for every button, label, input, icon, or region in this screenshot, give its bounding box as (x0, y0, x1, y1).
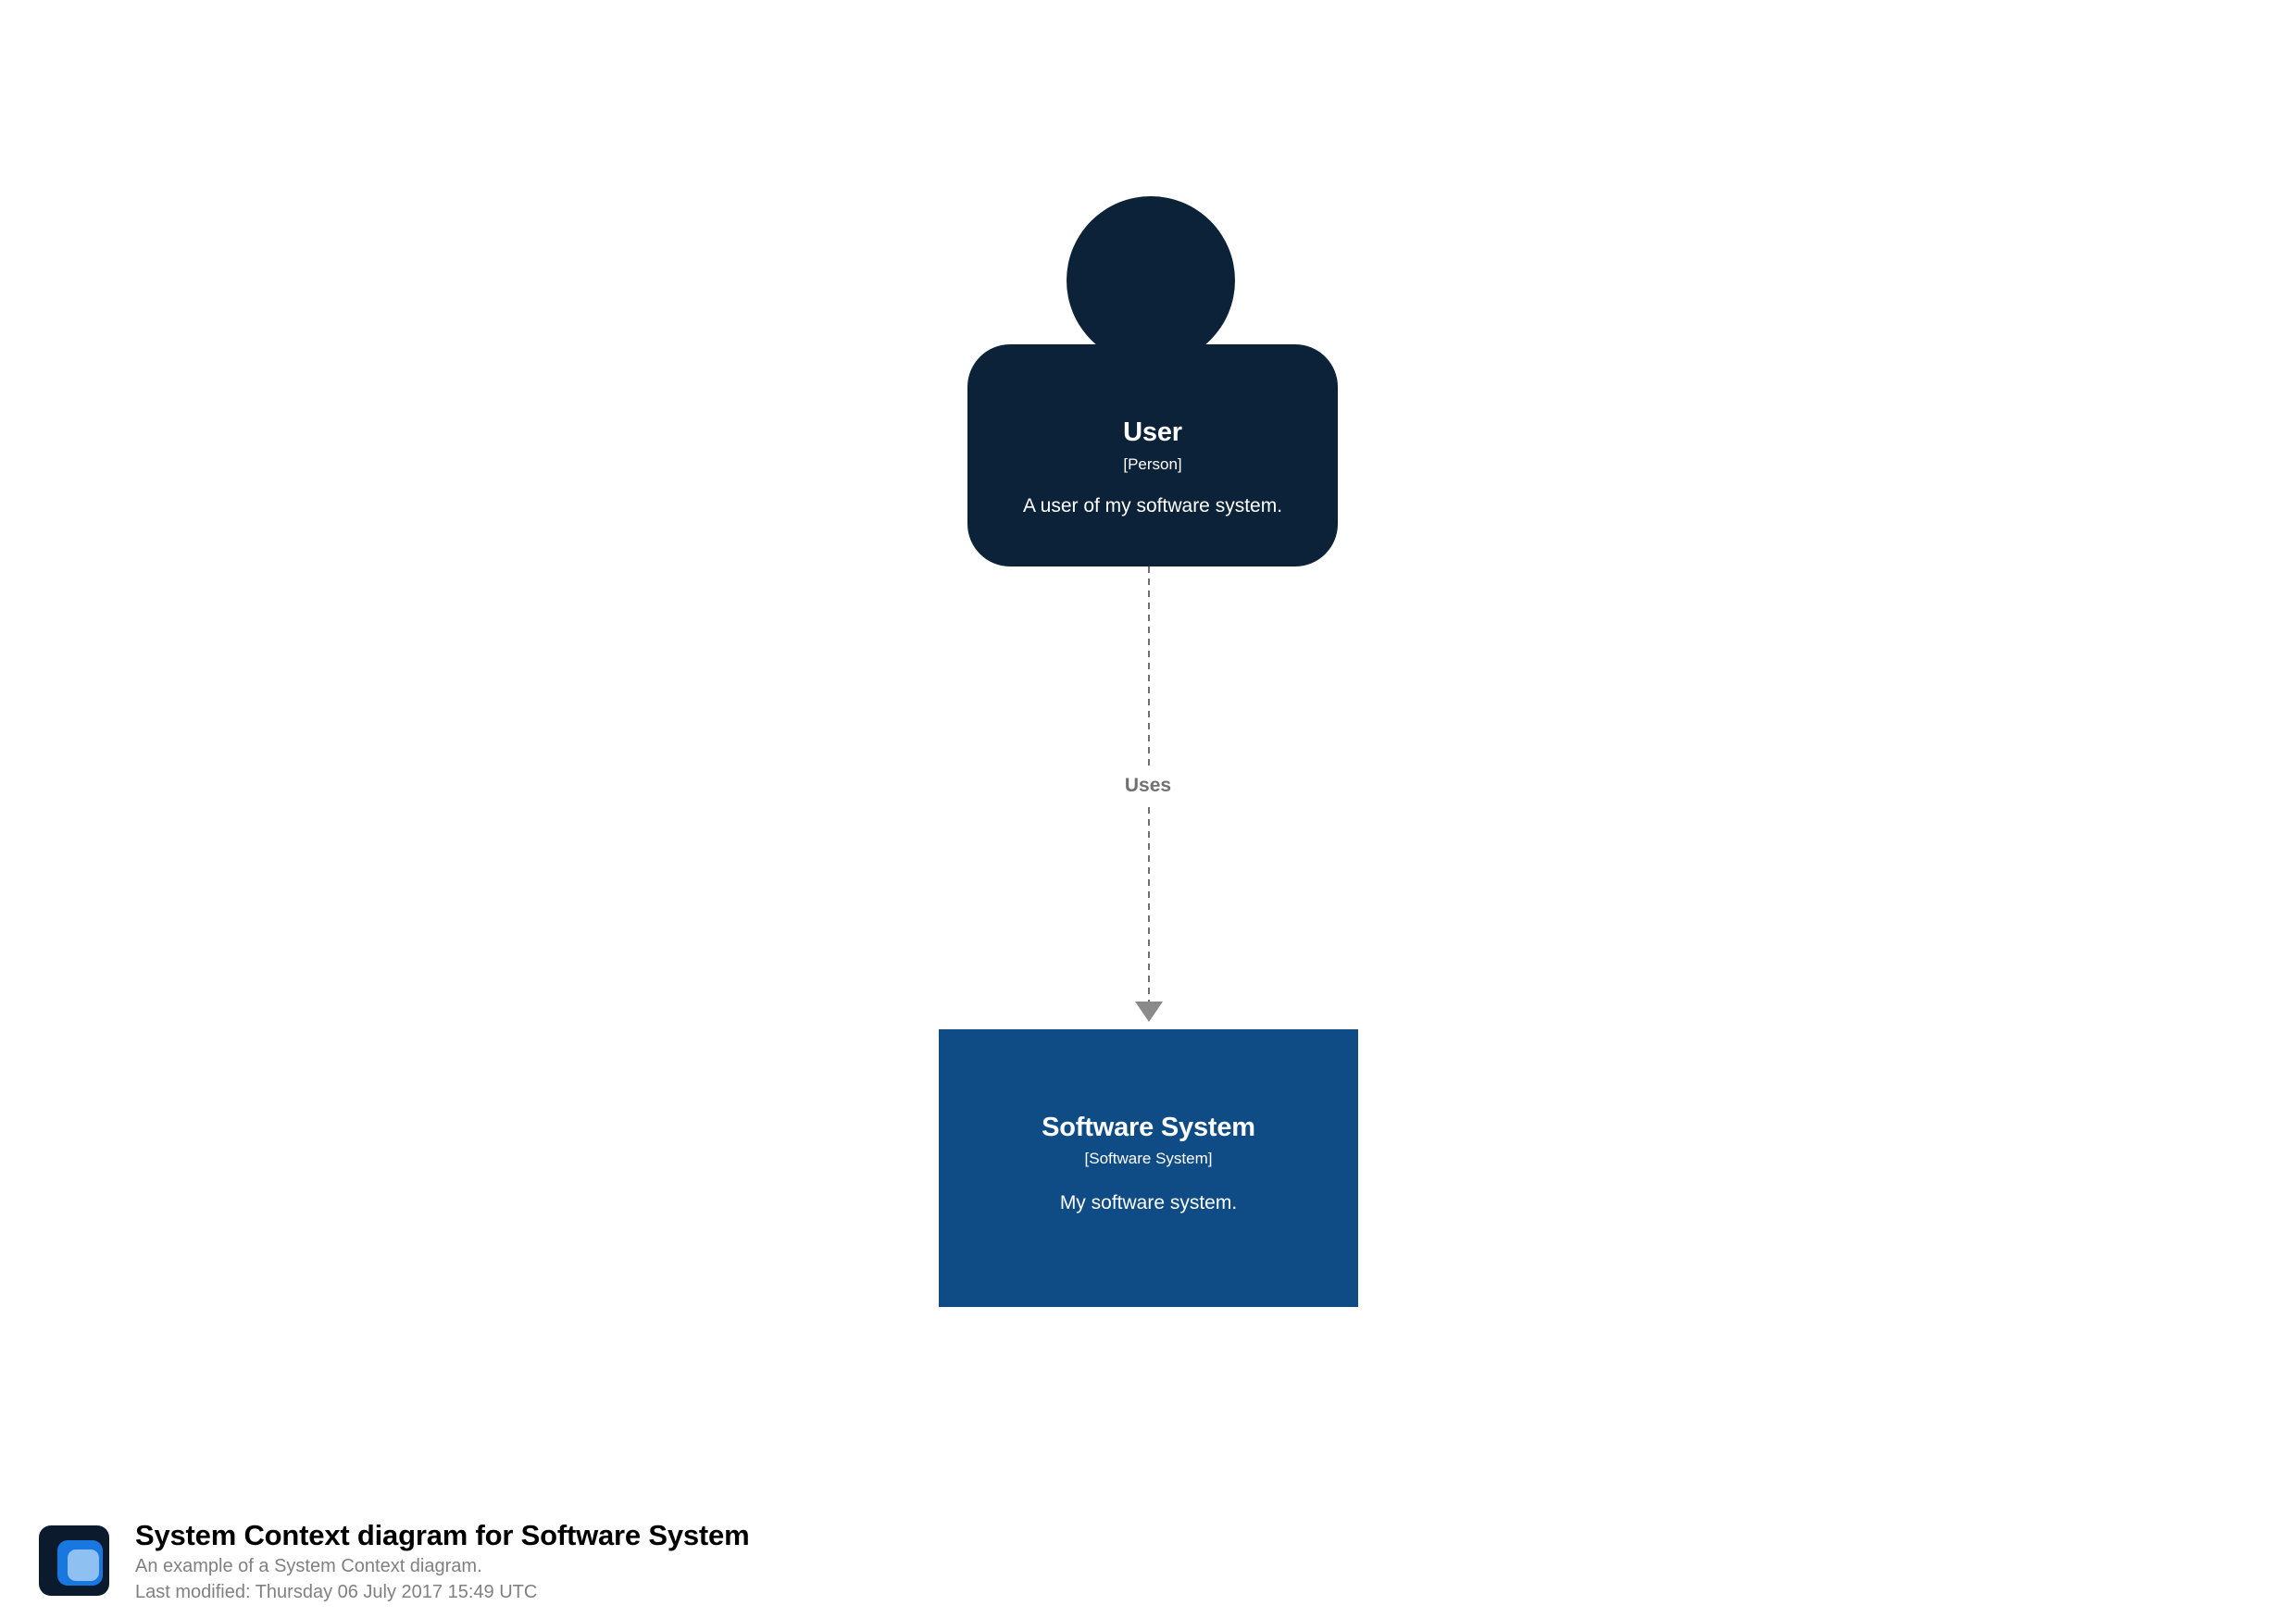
element-description-user: A user of my software system. (1022, 494, 1283, 517)
person-body-shape (967, 344, 1338, 566)
structurizr-logo-icon (39, 1525, 109, 1596)
diagram-last-modified: Last modified: Thursday 06 July 2017 15:… (135, 1582, 538, 1603)
relationship-arrowhead-icon (1135, 1002, 1163, 1022)
person-label-group: User [Person] A user of my software syst… (967, 344, 1338, 566)
footer-text-group: System Context diagram for Software Syst… (135, 1516, 750, 1606)
diagram-footer: System Context diagram for Software Syst… (39, 1516, 750, 1606)
element-name-software-system: Software System (1042, 1113, 1255, 1142)
diagram-element-software-system[interactable]: Software System [Software System] My sof… (939, 1029, 1358, 1307)
software-system-label-group: Software System [Software System] My sof… (939, 1029, 1358, 1307)
element-name-user: User (1123, 417, 1182, 448)
logo-inner-layer (68, 1550, 99, 1581)
relationship-label-uses: Uses (1055, 770, 1241, 802)
element-type-software-system: [Software System] (1084, 1150, 1213, 1168)
element-description-software-system: My software system. (1059, 1191, 1238, 1214)
diagram-element-user[interactable]: User [Person] A user of my software syst… (967, 196, 1338, 566)
element-type-user: [Person] (1123, 454, 1182, 473)
diagram-description: An example of a System Context diagram. (135, 1555, 482, 1576)
diagram-title: System Context diagram for Software Syst… (135, 1519, 750, 1551)
person-head-shape (1067, 196, 1235, 365)
